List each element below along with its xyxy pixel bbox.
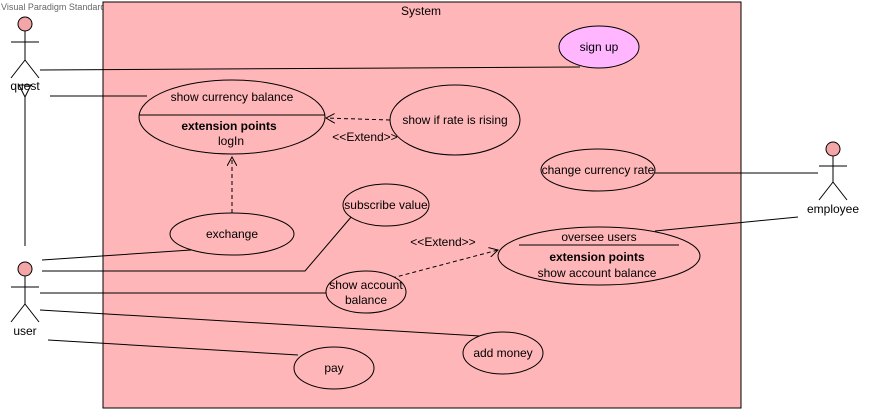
use-case-add-money-label: add money <box>473 346 532 360</box>
extend-label-2: <<Extend>> <box>410 235 475 249</box>
assoc-user-subscribe-value <box>42 215 353 272</box>
use-case-show-if-rate-rising-label: show if rate is rising <box>402 113 507 127</box>
use-case-exchange[interactable]: exchange <box>169 212 295 256</box>
assoc-employee-oversee-users <box>654 216 799 232</box>
use-case-change-currency-rate[interactable]: change currency rate <box>540 148 656 192</box>
use-case-show-account-balance-label-1: show account <box>329 278 403 292</box>
use-case-sign-up[interactable]: sign up <box>558 25 640 69</box>
actor-user-label: user <box>13 324 36 338</box>
use-case-show-account-balance[interactable]: show account balance <box>325 270 407 314</box>
extend-account-balance-to-oversee-users <box>391 250 498 279</box>
use-case-subscribe-value-label: subscribe value <box>344 198 428 212</box>
assoc-user-pay <box>47 339 299 356</box>
assoc-user-add-money <box>39 309 481 337</box>
use-case-pay-label: pay <box>324 361 343 375</box>
actor-guest-label: quest <box>10 79 40 93</box>
use-case-pay[interactable]: pay <box>293 346 375 390</box>
use-case-sign-up-label: sign up <box>580 40 619 54</box>
use-case-oversee-users[interactable]: oversee users extension points show acco… <box>497 226 701 286</box>
extend-rate-rising-to-currency-balance <box>326 118 391 120</box>
use-case-subscribe-value[interactable]: subscribe value <box>342 183 430 227</box>
actor-employee[interactable]: employee <box>807 141 859 216</box>
actor-user[interactable]: user <box>10 261 40 338</box>
system-title: System <box>401 4 441 18</box>
extend-label-1: <<Extend>> <box>332 130 397 144</box>
use-case-show-currency-balance-label: show currency balance <box>171 90 294 104</box>
use-case-change-currency-rate-label: change currency rate <box>542 163 655 177</box>
use-case-show-if-rate-rising[interactable]: show if rate is rising <box>389 84 521 156</box>
use-case-add-money[interactable]: add money <box>462 331 544 375</box>
extension-points-title-2: extension points <box>549 250 645 264</box>
extension-point-show-account-balance: show account balance <box>538 266 657 280</box>
use-case-show-account-balance-label-2: balance <box>345 293 387 307</box>
extension-points-title: extension points <box>181 119 277 133</box>
use-case-exchange-label: exchange <box>206 227 258 241</box>
extension-point-login: logIn <box>218 134 244 148</box>
actor-employee-label: employee <box>807 202 859 216</box>
actor-guest[interactable]: quest <box>10 16 40 93</box>
assoc-guest-sign-up <box>39 66 581 71</box>
use-case-oversee-users-label: oversee users <box>561 230 636 244</box>
use-case-show-currency-balance[interactable]: show currency balance extension points l… <box>138 79 326 155</box>
assoc-user-exchange <box>41 248 207 261</box>
